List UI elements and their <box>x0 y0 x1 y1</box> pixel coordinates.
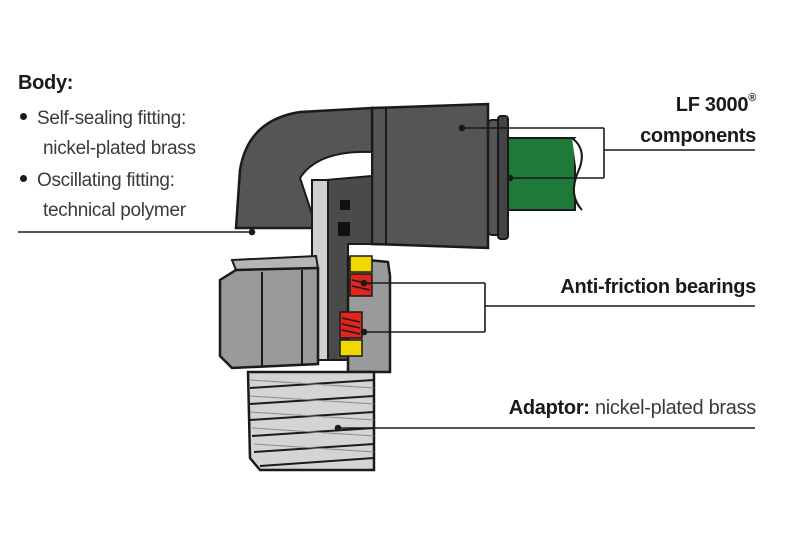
adaptor-label: Adaptor: nickel-plated brass <box>508 397 757 420</box>
adaptor-label-light: nickel-plated brass <box>594 397 756 419</box>
body-item-2-text: Oscillating fitting: <box>37 170 175 191</box>
collet-ring <box>487 115 509 240</box>
body-title: Body: <box>18 72 74 94</box>
lf-label-line2: components <box>640 125 756 147</box>
bullet-icon <box>20 113 27 121</box>
adaptor-label-bold: Adaptor: <box>508 397 590 419</box>
tube <box>499 137 592 211</box>
bearings <box>339 255 373 357</box>
body-item-2-line1: Oscillating fitting: <box>20 170 175 192</box>
registered-mark: ® <box>748 92 756 104</box>
thread-adaptor <box>246 370 376 472</box>
bullet-icon <box>20 175 27 183</box>
lf-label-line1: LF 3000® <box>675 92 756 117</box>
body-item-2-line2: technical polymer <box>43 200 186 221</box>
bearings-label: Anti-friction bearings <box>560 276 756 298</box>
body-item-1-line2: nickel-plated brass <box>43 138 196 159</box>
body-item-1-text: Self-sealing fitting: <box>37 108 186 129</box>
body-item-1-line1: Self-sealing fitting: <box>20 108 186 130</box>
leader-lines <box>18 124 755 432</box>
lf-label-text: LF 3000 <box>675 94 749 116</box>
